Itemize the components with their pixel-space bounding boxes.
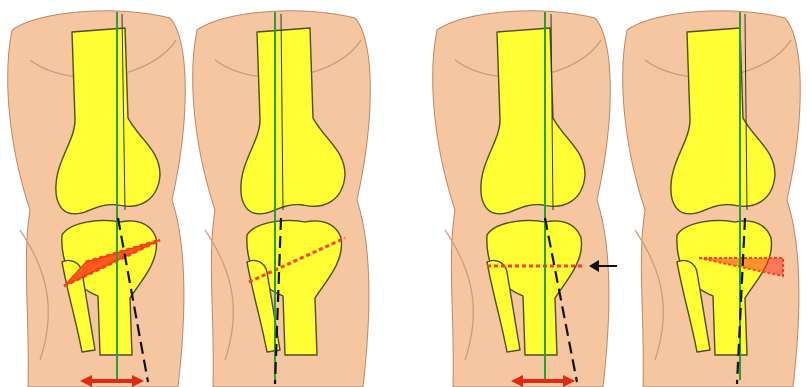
- panel-opening-wedge-after: [623, 11, 801, 387]
- panel-opening-wedge-before: [433, 11, 617, 387]
- panel-closing-wedge-before: [8, 11, 186, 387]
- panel-closing-wedge-after: [193, 11, 371, 387]
